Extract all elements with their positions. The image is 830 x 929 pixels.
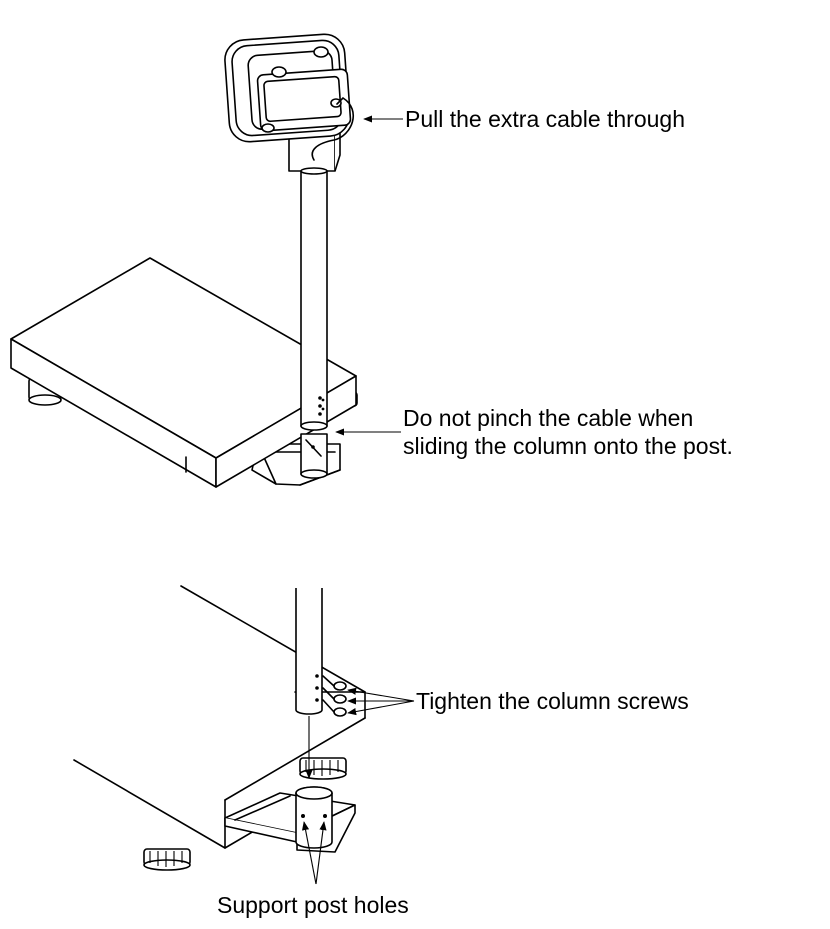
hole-leader-1 xyxy=(302,821,317,885)
support-post-closeup xyxy=(295,786,333,849)
pull-cable-label: Pull the extra cable through xyxy=(405,106,686,132)
support-post-holes-label: Support post holes xyxy=(217,892,409,918)
tighten-screws-label: Tighten the column screws xyxy=(416,688,689,714)
support-post xyxy=(300,433,328,479)
column-screws xyxy=(322,675,347,717)
scale-foot-front-closeup xyxy=(143,848,191,871)
display-column xyxy=(300,170,328,431)
column-closeup-illustration xyxy=(73,585,366,871)
hole-leader-2 xyxy=(315,821,327,885)
callout-leaders xyxy=(302,115,415,885)
pinch-warning-label: Do not pinch the cable when sliding the … xyxy=(403,404,733,460)
support-bracket-closeup xyxy=(224,792,356,853)
cable xyxy=(311,97,354,161)
pinch-warning-line-1: Do not pinch the cable when xyxy=(403,405,694,431)
pinch-warning-line-2: sliding the column onto the post. xyxy=(403,433,733,459)
screw-leader-3 xyxy=(347,700,415,716)
scale-assembled-illustration xyxy=(10,33,358,488)
display-column-closeup xyxy=(295,588,323,715)
indicator-display xyxy=(224,33,352,143)
screw-leader-1 xyxy=(347,687,415,702)
scale-foot-rear-closeup xyxy=(299,757,347,780)
